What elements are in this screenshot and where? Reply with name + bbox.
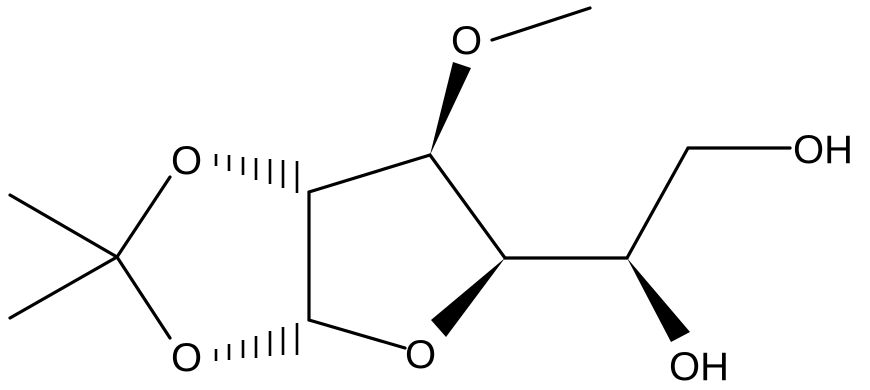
atom-o-ring: O	[405, 333, 436, 377]
bond-methyl-lower	[8, 255, 119, 320]
atom-o-methoxy: O	[451, 19, 482, 63]
wedge-c5-oh	[627, 258, 690, 342]
bond-c3-c4	[428, 153, 507, 260]
atom-oh-primary: OH	[793, 128, 853, 172]
bond-c-o-dioxolane-top	[115, 175, 172, 259]
wedge-c4-o-ring	[431, 258, 505, 337]
bond-c6a-o-ring	[307, 318, 407, 350]
hashed-bond-bottom	[214, 323, 299, 361]
atom-oh-secondary: OH	[669, 345, 729, 389]
hashed-bond-top	[214, 154, 299, 193]
bond-c5-c6	[625, 146, 690, 260]
bond-c3a-c3	[307, 153, 432, 194]
atom-o-dioxolane-bottom: O	[171, 336, 202, 380]
bond-methyl-upper	[8, 193, 119, 259]
bond-o-methyl-methoxy	[490, 6, 592, 42]
bond-c-o-dioxolane-bottom	[115, 255, 172, 340]
atom-o-dioxolane-top: O	[171, 139, 202, 183]
wedge-c3-o-methoxy	[430, 62, 471, 155]
